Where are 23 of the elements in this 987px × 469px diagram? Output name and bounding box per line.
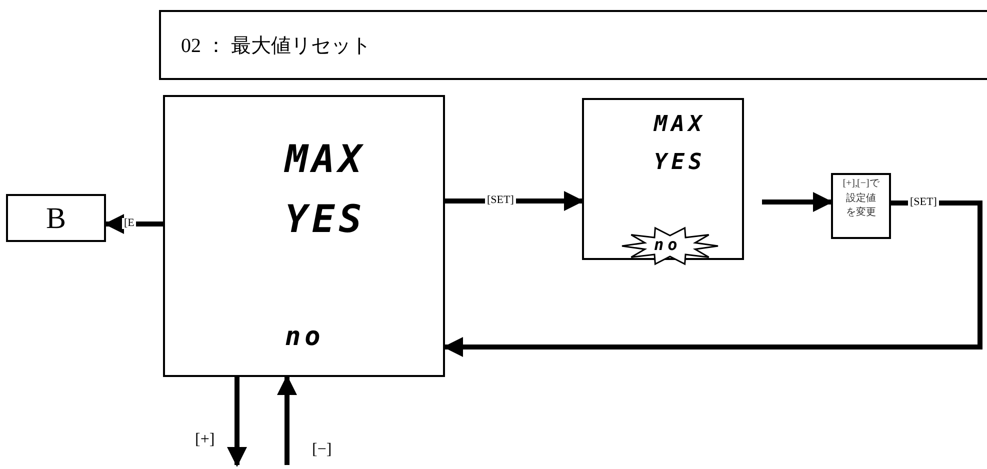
edge-label: [SET] [908, 197, 939, 208]
title-box [159, 10, 987, 80]
edge-label: [−] [311, 442, 333, 458]
edge-label: [+] [194, 432, 216, 448]
display-readout: YES [654, 150, 706, 175]
display-readout: YES [285, 197, 366, 241]
arrow [277, 375, 297, 465]
box-label: [+], [−]で設定値を変更 [842, 177, 880, 220]
arrow [104, 214, 163, 234]
edge-label: [SET] [485, 195, 516, 206]
display-readout: MAX [654, 112, 706, 137]
arrow [443, 200, 982, 357]
process-box [831, 173, 891, 239]
display-readout: no [285, 322, 324, 352]
arrow [227, 377, 247, 467]
edge-label: [E [122, 218, 136, 229]
box-label: B [44, 202, 67, 235]
process-box [6, 194, 106, 242]
display-screen [163, 95, 445, 377]
title-text: 02 ： 最大値リセット [181, 34, 371, 59]
display-readout: no [654, 235, 682, 254]
display-readout: MAX [285, 137, 366, 181]
arrow [762, 192, 833, 212]
